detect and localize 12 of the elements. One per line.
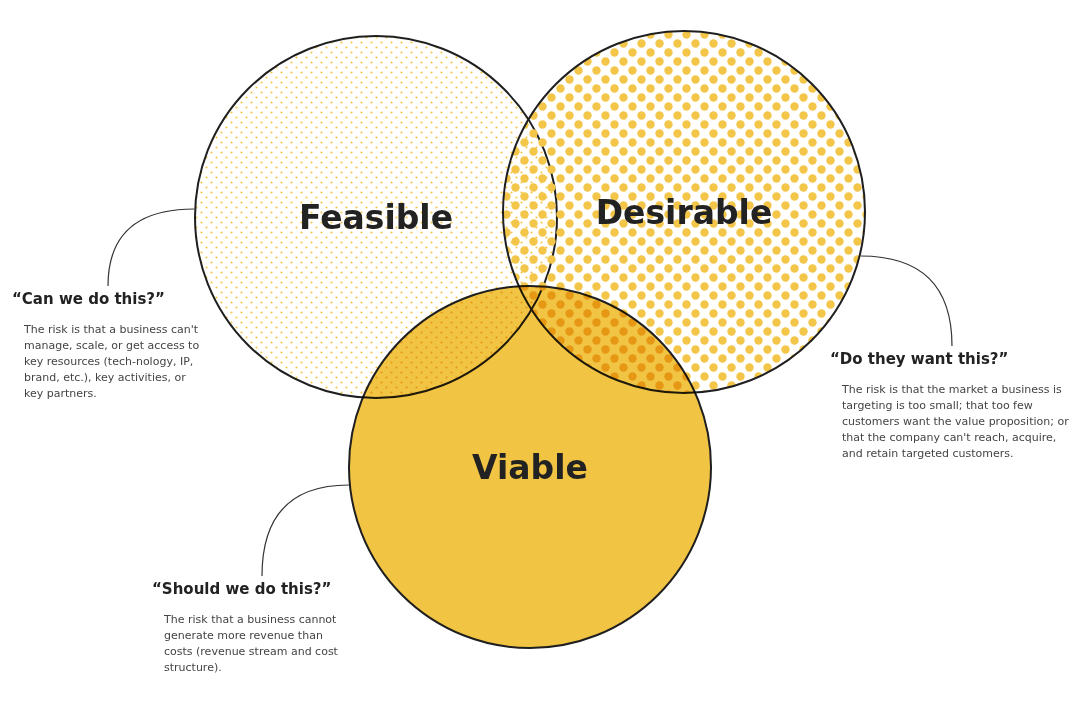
question-heading: “Do they want this?” [830, 350, 1010, 368]
circle-label: Feasible [297, 197, 455, 237]
leader-line [107, 208, 195, 287]
question-heading: “Can we do this?” [12, 290, 166, 308]
question-heading: “Should we do this?” [152, 580, 333, 598]
risk-description: The risk is that the market a business is targeting is too small; that too few customers want the value proposition; or that the company can't reach, acquire, and retain targeted customers. [842, 382, 1070, 462]
circle-label: Viable [471, 447, 589, 487]
venn-circle [348, 285, 712, 649]
leader-line [261, 484, 350, 577]
risk-description: The risk that a business cannot generate more revenue than costs (revenue stream and cost structure). [164, 612, 339, 676]
risk-description: The risk is that a business can't manage, scale, or get access to key resources (tech-nology, IP, brand, etc.), key activities, or key partners. [24, 322, 201, 402]
leader-line [860, 255, 953, 347]
